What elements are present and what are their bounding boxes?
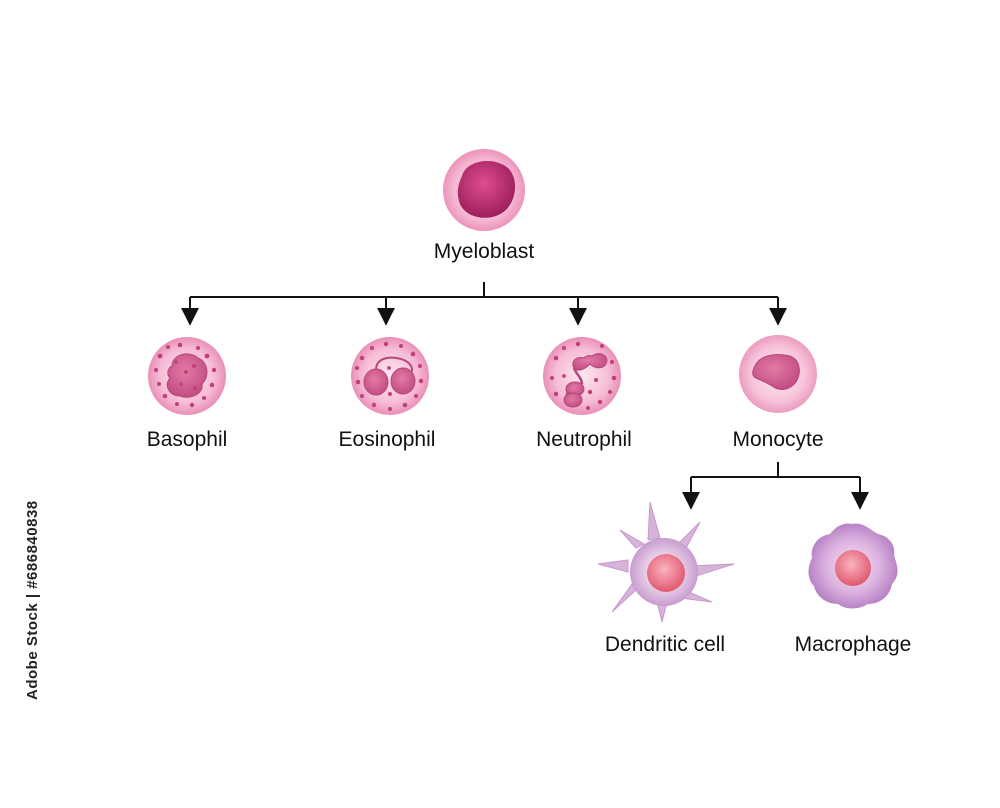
side-credit-strip: Adobe Stock | #686840838 <box>6 0 42 808</box>
eosinophil-cell <box>351 337 429 415</box>
myeloblast-label: Myeloblast <box>434 240 535 263</box>
dendritic-cell-label: Dendritic cell <box>605 633 725 656</box>
myeloblast-connector <box>181 282 787 326</box>
monocyte-connector <box>682 462 869 510</box>
side-credit-text: Adobe Stock | #686840838 <box>24 500 41 700</box>
macrophage-cell <box>808 523 898 609</box>
eosinophil-label: Eosinophil <box>339 428 436 451</box>
monocyte-cell <box>739 335 817 413</box>
dendritic-cell <box>597 501 735 623</box>
monocyte-label: Monocyte <box>732 428 823 451</box>
basophil-cell <box>148 337 226 415</box>
neutrophil-label: Neutrophil <box>536 428 632 451</box>
myeloblast-cell <box>443 149 525 231</box>
basophil-label: Basophil <box>147 428 228 451</box>
neutrophil-cell <box>543 337 621 415</box>
macrophage-label: Macrophage <box>795 633 912 656</box>
